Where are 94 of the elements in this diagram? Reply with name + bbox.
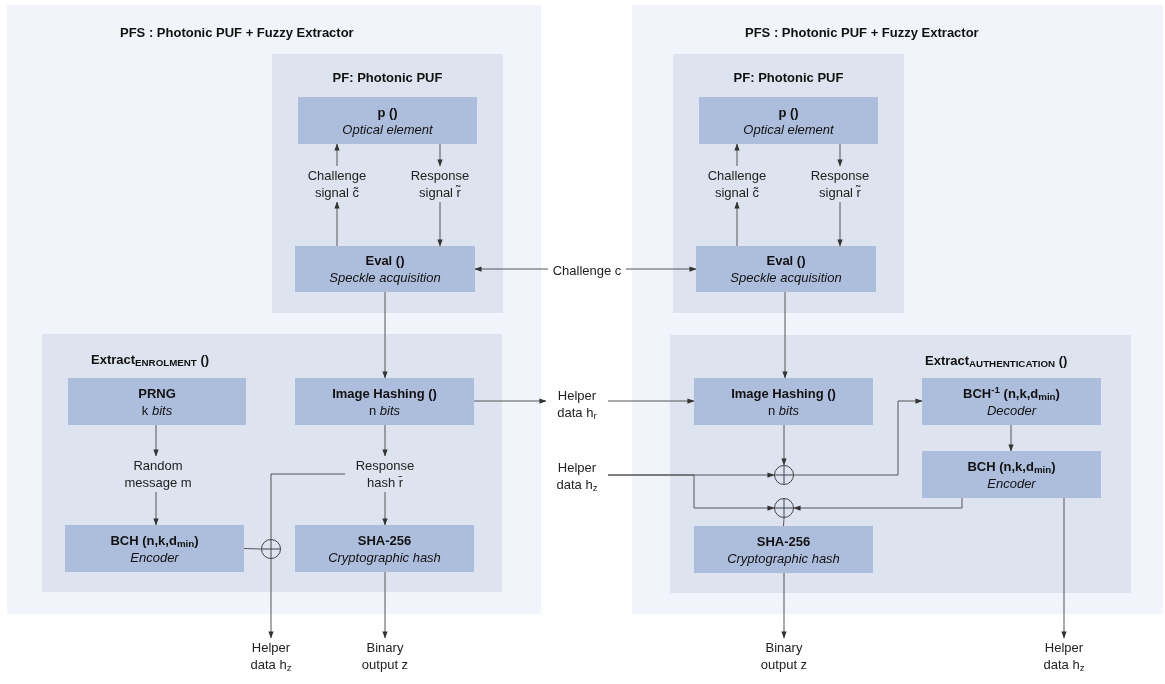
arrow [781, 424, 787, 466]
arrow [1061, 497, 1067, 639]
arrow [382, 291, 388, 379]
process-box [696, 246, 876, 292]
panel-title: PF: Photonic PUF [331, 69, 444, 87]
signal-label: Binary output z [751, 638, 817, 674]
xor-circle [774, 498, 794, 518]
arrow [734, 201, 740, 247]
box-subtitle: Speckle acquisition [329, 269, 441, 286]
process-box [295, 378, 474, 425]
arrow [382, 424, 388, 457]
panel-title: PF: Photonic PUF [732, 69, 845, 87]
process-box [922, 451, 1101, 498]
arrow [153, 491, 159, 526]
arrow [607, 398, 695, 404]
box-title: SHA-256 [756, 532, 811, 550]
box-title: Image Hashing () [332, 384, 437, 402]
process-box [295, 525, 474, 572]
box-title: BCH (n,k,d$_{min}$) [110, 531, 199, 549]
box-subtitle: Decoder [986, 401, 1037, 419]
panel-title: Extract$_{AUTHENTICATION}$ () [925, 352, 1068, 371]
process-box [694, 378, 873, 425]
signal-label: Binary output z [352, 638, 418, 674]
signal-label: Response signal r̃ [400, 166, 480, 202]
box-subtitle: Cryptographic hash [727, 549, 840, 567]
connector-line [783, 517, 785, 527]
arrow [781, 572, 787, 639]
box-title: BCH (n,k,d$_{min}$) [967, 457, 1056, 475]
arrow [437, 143, 443, 167]
arrow [793, 497, 963, 511]
process-box [922, 378, 1101, 425]
box-title: PRNG [138, 384, 176, 402]
box-subtitle: Optical element [342, 120, 433, 138]
connector-line [243, 548, 262, 550]
signal-label: Challenge signal c̃ [297, 166, 377, 202]
arrow [625, 266, 697, 272]
box-title: BCH$^{-1}$ (n,k,d$_{min}$) [963, 384, 1060, 402]
process-box [68, 378, 246, 425]
panel-background [272, 54, 503, 313]
box-title: Image Hashing () [731, 384, 836, 402]
arrow [837, 201, 843, 247]
box-subtitle: Encoder [130, 548, 179, 566]
signal-label: Helper data h$_{z}$ [1033, 638, 1095, 674]
connector-line [270, 473, 346, 540]
box-title: p () [377, 103, 398, 121]
signal-label: Response signal r̃ [800, 166, 880, 202]
box-subtitle: Encoder [987, 474, 1036, 492]
box-title: SHA-256 [357, 531, 412, 549]
panel-title: PFS : Photonic PUF + Fuzzy Extractor [745, 24, 979, 42]
arrow [607, 474, 775, 511]
panel-background [7, 5, 541, 614]
arrow [473, 398, 547, 404]
signal-label: Random message m [112, 456, 204, 492]
process-box [298, 97, 477, 144]
signal-label: Response hash r̄ [345, 456, 425, 492]
box-subtitle: n bits [368, 401, 401, 419]
panel-background [632, 5, 1163, 614]
arrow [474, 266, 549, 272]
process-box [699, 97, 878, 144]
panel-title: PFS : Photonic PUF + Fuzzy Extractor [120, 24, 354, 42]
box-title: Eval () [766, 252, 806, 269]
signal-label: Challenge signal c̃ [697, 166, 777, 202]
signal-label: Helper data h$_{z}$ [240, 638, 302, 674]
arrow [782, 291, 788, 379]
box-subtitle: Cryptographic hash [328, 548, 441, 566]
arrow [382, 491, 388, 526]
panel-background [670, 335, 1131, 593]
arrow [734, 143, 740, 167]
arrow [437, 201, 443, 247]
arrow [268, 558, 274, 639]
arrow [793, 398, 923, 476]
signal-label: Helper data h$_{r}$ [546, 386, 608, 422]
process-box [295, 246, 475, 292]
panel-title: Extract$_{ENROLMENT}$ () [91, 351, 210, 370]
arrow [382, 571, 388, 639]
box-subtitle: k bits [141, 401, 173, 419]
signal-label: Challenge c [548, 260, 626, 280]
arrow [334, 143, 340, 167]
arrow [837, 143, 843, 167]
box-subtitle: Speckle acquisition [730, 269, 842, 286]
process-box [694, 526, 873, 573]
arrow [334, 201, 340, 247]
box-subtitle: n bits [767, 401, 800, 419]
arrow [153, 424, 159, 457]
panel-background [673, 54, 904, 313]
box-title: Eval () [365, 252, 405, 269]
box-title: p () [778, 103, 799, 121]
process-box [65, 525, 244, 572]
signal-label: Helper data h$_{z}$ [546, 458, 608, 494]
xor-circle [774, 465, 794, 485]
xor-circle [261, 539, 281, 559]
arrow [1008, 424, 1014, 452]
panel-background [42, 334, 502, 592]
box-subtitle: Optical element [743, 120, 834, 138]
